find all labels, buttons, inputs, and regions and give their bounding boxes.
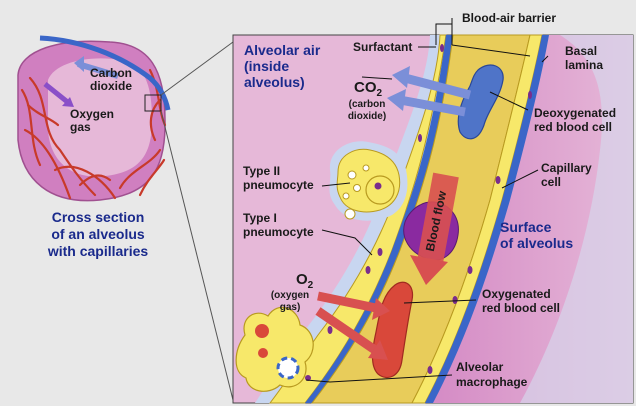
surfactant-label: Surfactant	[353, 40, 412, 54]
blood-air-barrier-label: Blood-air barrier	[462, 11, 556, 25]
macrophage-label-2: macrophage	[456, 375, 528, 389]
surface-label-1: Surface	[500, 219, 552, 235]
co2-arrows	[387, 66, 472, 117]
type1-label-2: pneumocyte	[243, 225, 314, 239]
oxy-label-2: red blood cell	[482, 301, 560, 315]
co2-desc-1: (carbon	[349, 99, 386, 110]
o2-arrows	[315, 291, 390, 360]
left-o2-label-1: Oxygen	[70, 107, 114, 121]
surface-label-2: of alveolus	[500, 235, 573, 251]
left-co2-label-2: dioxide	[90, 79, 132, 93]
zoomed-panel	[232, 18, 634, 404]
alveolar-air-label-1: Alveolar air	[244, 42, 321, 58]
type2-label-1: Type II	[243, 164, 280, 178]
blood-flow-arrow	[410, 172, 459, 285]
deoxy-label-2: red blood cell	[534, 120, 612, 134]
co2-formula: CO2	[354, 79, 383, 99]
left-co2-label-1: Carbon	[90, 66, 132, 80]
left-title-3: with capillaries	[47, 243, 149, 259]
basal-lamina-label-1: Basal	[565, 44, 597, 58]
capillary-cell-label-2: cell	[541, 175, 561, 189]
alveolar-air-label-2: (inside	[244, 58, 289, 74]
capillary-cell-label-1: Capillary	[541, 161, 592, 175]
epithelial-nuclei	[327, 44, 532, 374]
o2-desc-2: gas)	[280, 302, 301, 313]
oxy-label-1: Oxygenated	[482, 287, 551, 301]
deoxy-label-1: Deoxygenated	[534, 106, 616, 120]
macrophage-label-1: Alveolar	[456, 360, 504, 374]
type2-label-2: pneumocyte	[243, 178, 314, 192]
basal-lamina-label-2: lamina	[565, 58, 603, 72]
deoxygenated-rbc	[457, 64, 504, 140]
co2-desc-2: dioxide)	[348, 111, 386, 122]
leader-lines	[305, 18, 549, 383]
left-title-1: Cross section	[52, 209, 145, 225]
alveolar-macrophage	[235, 306, 314, 392]
alveolar-air-label-3: alveolus)	[244, 74, 305, 90]
type1-label-1: Type I	[243, 211, 277, 225]
left-title-2: of an alveolus	[51, 226, 145, 242]
o2-desc-1: (oxygen	[271, 290, 309, 301]
o2-formula: O2	[296, 271, 314, 291]
left-o2-label-2: gas	[70, 120, 91, 134]
type-ii-pneumocyte	[329, 141, 408, 221]
